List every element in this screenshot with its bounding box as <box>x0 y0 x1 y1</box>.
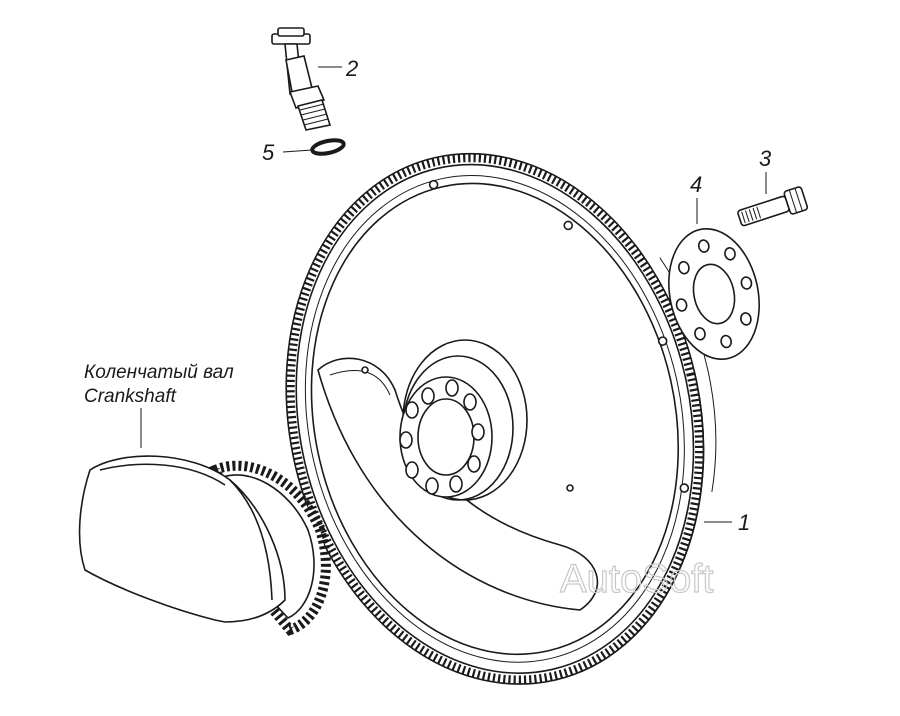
pin-part-2 <box>271 27 332 131</box>
counterweight-pocket <box>317 357 599 611</box>
leader-lines <box>140 66 767 523</box>
plate-part-4 <box>668 227 760 361</box>
caption-english: Crankshaft <box>84 386 177 407</box>
caption-russian: Коленчатый вал <box>84 362 234 383</box>
bolt-part-3 <box>737 186 809 227</box>
crankshaft <box>78 455 331 636</box>
ring-gear-teeth <box>285 153 705 685</box>
crankshaft-web <box>78 455 286 623</box>
washer-part-5 <box>310 138 346 156</box>
callout-1: 1 <box>738 510 750 535</box>
callout-2: 2 <box>345 56 358 81</box>
callout-5: 5 <box>262 140 275 165</box>
flywheel-hub <box>399 339 528 501</box>
callout-4: 4 <box>690 172 702 197</box>
callout-3: 3 <box>759 146 772 171</box>
watermark: AutoSoft <box>560 557 713 601</box>
